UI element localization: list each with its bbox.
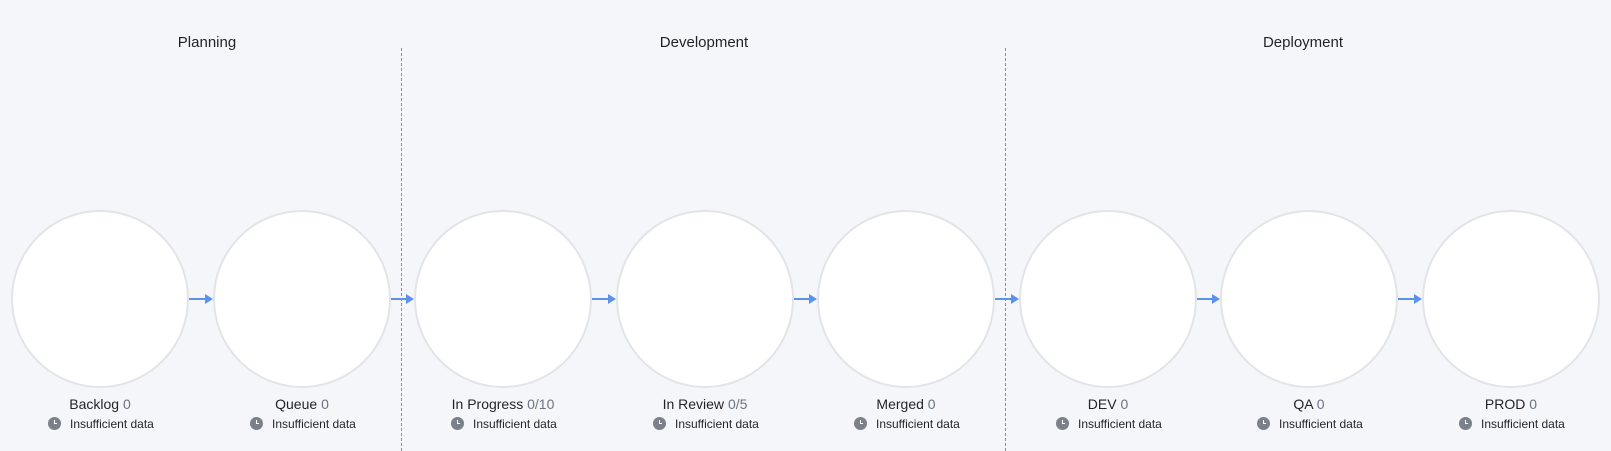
connector-arrow	[794, 298, 810, 300]
arrow-right-icon	[205, 294, 213, 304]
stage-count-qa: 0	[1316, 396, 1325, 412]
stage-label: Queue 0	[202, 395, 402, 413]
arrow-right-icon	[1212, 294, 1220, 304]
stage-status-text: Insufficient data	[1279, 417, 1363, 431]
stage-status-text: Insufficient data	[1078, 417, 1162, 431]
stage-circle-in-review[interactable]	[616, 210, 794, 388]
stage-status-text: Insufficient data	[272, 417, 356, 431]
clock-icon	[854, 417, 867, 430]
stage-status-text: Insufficient data	[876, 417, 960, 431]
stage-name-queue: Queue	[275, 396, 318, 412]
stage-circle-queue[interactable]	[213, 210, 391, 388]
clock-icon	[48, 417, 61, 430]
phase-title-deployment: Deployment	[1262, 34, 1344, 51]
stage-label: DEV 0	[1008, 395, 1208, 413]
phase-divider	[401, 48, 402, 451]
stage-circle-qa[interactable]	[1220, 210, 1398, 388]
stage-label: In Review 0/5	[605, 395, 805, 413]
connector-arrow	[592, 298, 609, 300]
stage-name-backlog: Backlog	[69, 396, 120, 412]
stage-count-backlog: 0	[122, 396, 131, 412]
connector-arrow	[1398, 298, 1415, 300]
stage-status: Insufficient data	[1056, 417, 1162, 431]
connector-arrow	[189, 298, 206, 300]
arrow-right-icon	[1414, 294, 1422, 304]
arrow-right-icon	[1011, 294, 1019, 304]
clock-icon	[451, 417, 464, 430]
clock-icon	[1257, 417, 1270, 430]
stage-name-dev: DEV	[1087, 396, 1117, 412]
stage-count-prod: 0	[1529, 396, 1538, 412]
arrow-right-icon	[809, 294, 817, 304]
stage-label: Merged 0	[806, 395, 1006, 413]
stage-name-in-progress: In Progress	[451, 396, 524, 412]
stage-count-merged: 0	[927, 396, 936, 412]
connector-arrow	[391, 298, 407, 300]
phase-divider	[1005, 48, 1006, 451]
clock-icon	[653, 417, 666, 430]
stage-status-text: Insufficient data	[1481, 417, 1565, 431]
stage-circle-backlog[interactable]	[11, 210, 189, 388]
stage-status: Insufficient data	[653, 417, 759, 431]
stage-label: QA 0	[1209, 395, 1409, 413]
connector-arrow	[1197, 298, 1213, 300]
clock-icon	[250, 417, 263, 430]
connector-arrow	[995, 298, 1012, 300]
phase-title-planning: Planning	[177, 34, 237, 51]
stage-circle-dev[interactable]	[1019, 210, 1197, 388]
stage-status-text: Insufficient data	[473, 417, 557, 431]
stage-name-in-review: In Review	[662, 396, 725, 412]
stage-name-merged: Merged	[876, 396, 924, 412]
stage-circle-prod[interactable]	[1422, 210, 1600, 388]
arrow-right-icon	[608, 294, 616, 304]
stage-status: Insufficient data	[1257, 417, 1363, 431]
stage-label: Backlog 0	[0, 395, 200, 413]
stage-circle-in-progress[interactable]	[414, 210, 592, 388]
stage-circle-merged[interactable]	[817, 210, 995, 388]
stage-label: In Progress 0/10	[403, 395, 603, 413]
stage-status: Insufficient data	[451, 417, 557, 431]
stage-name-prod: PROD	[1484, 396, 1526, 412]
stage-label: PROD 0	[1411, 395, 1611, 413]
stage-status: Insufficient data	[854, 417, 960, 431]
clock-icon	[1459, 417, 1472, 430]
arrow-right-icon	[406, 294, 414, 304]
clock-icon	[1056, 417, 1069, 430]
stage-count-dev: 0	[1120, 396, 1129, 412]
stage-count-queue: 0	[321, 396, 329, 412]
stage-status: Insufficient data	[1459, 417, 1565, 431]
stage-status-text: Insufficient data	[675, 417, 759, 431]
stage-name-qa: QA	[1293, 396, 1313, 412]
stage-status: Insufficient data	[250, 417, 356, 431]
stage-status-text: Insufficient data	[70, 417, 154, 431]
stage-status: Insufficient data	[48, 417, 154, 431]
stage-count-in-progress: 0/10	[527, 396, 555, 412]
stage-count-in-review: 0/5	[727, 396, 748, 412]
phase-title-development: Development	[659, 34, 749, 51]
